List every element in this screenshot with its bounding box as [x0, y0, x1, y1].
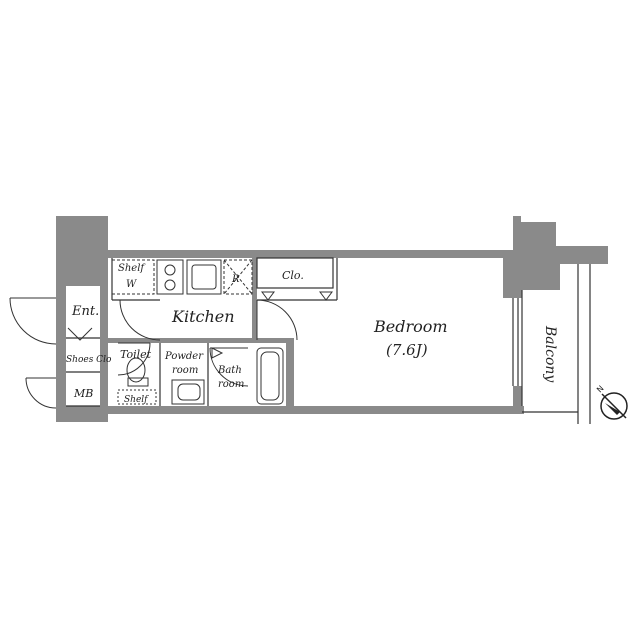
north-compass-icon: N [595, 384, 628, 420]
stove [156, 259, 184, 295]
kitchen-door [119, 299, 161, 341]
toilet-door [117, 342, 151, 376]
bedroom-door [256, 299, 298, 341]
closet-marker [319, 291, 333, 301]
left-wall [56, 286, 66, 422]
toilet-bowl [126, 357, 146, 383]
room-label-bath-2: room [218, 379, 244, 390]
right-lower-wall [513, 386, 522, 414]
doors [9, 297, 298, 409]
room-label-toilet: Toilet [120, 348, 152, 361]
bath-right-wall [286, 340, 294, 414]
fixture-label-refrigerator: R [231, 274, 240, 285]
top-wall [108, 250, 503, 258]
fixture-label-shelf: Shelf [118, 263, 146, 274]
wet-area-top-wall [108, 338, 294, 343]
closet-marker [261, 291, 275, 301]
room-label-entrance: Ent. [71, 304, 99, 319]
entrance-bottom-wall [56, 406, 108, 422]
svg-text:N: N [595, 384, 606, 395]
meter-box-door [25, 377, 57, 409]
bathtub-inner [260, 351, 280, 401]
entrance-door [9, 297, 57, 345]
room-label-bedroom: Bedroom [373, 317, 448, 336]
fixtures [67, 259, 333, 405]
room-label-shoes-closet: Shoes Clo [66, 355, 112, 365]
sink [191, 264, 217, 290]
fixture-label-washer: W [126, 279, 137, 290]
bathtub [256, 347, 284, 405]
room-label-closet: Clo. [282, 269, 304, 282]
sink-counter [186, 259, 222, 295]
washer-space [111, 259, 155, 295]
toilet-tank [127, 377, 149, 387]
room-label-powder-2: room [172, 365, 198, 376]
bath-door [209, 347, 249, 387]
kitchen-right-wall [252, 258, 257, 343]
left-inner-wall [100, 286, 108, 422]
powder-basin [177, 383, 201, 401]
walls [56, 216, 608, 422]
room-label-kitchen: Kitchen [171, 307, 235, 326]
room-label-bath-1: Bath [217, 365, 242, 376]
left-column [56, 216, 108, 286]
toilet-shelf [117, 389, 157, 405]
room-label-meter-box: MB [73, 387, 93, 400]
burner-icon [164, 264, 176, 276]
burner-icon [164, 279, 176, 291]
right-column [503, 216, 608, 298]
refrigerator-space [223, 259, 253, 295]
room-label-powder-1: Powder [164, 351, 204, 362]
room-label-balcony: Balcony [542, 325, 558, 383]
bottom-wall [108, 406, 524, 414]
labels: Ent. Shoes Clo MB Kitchen Toilet Shelf P… [66, 263, 558, 405]
room-label-bedroom-size: (7.6J) [386, 341, 428, 359]
powder-marker [211, 347, 224, 359]
shoe-closet-doors [67, 327, 93, 341]
room-label-toilet-shelf: Shelf [124, 395, 149, 405]
powder-basin-counter [171, 379, 205, 405]
